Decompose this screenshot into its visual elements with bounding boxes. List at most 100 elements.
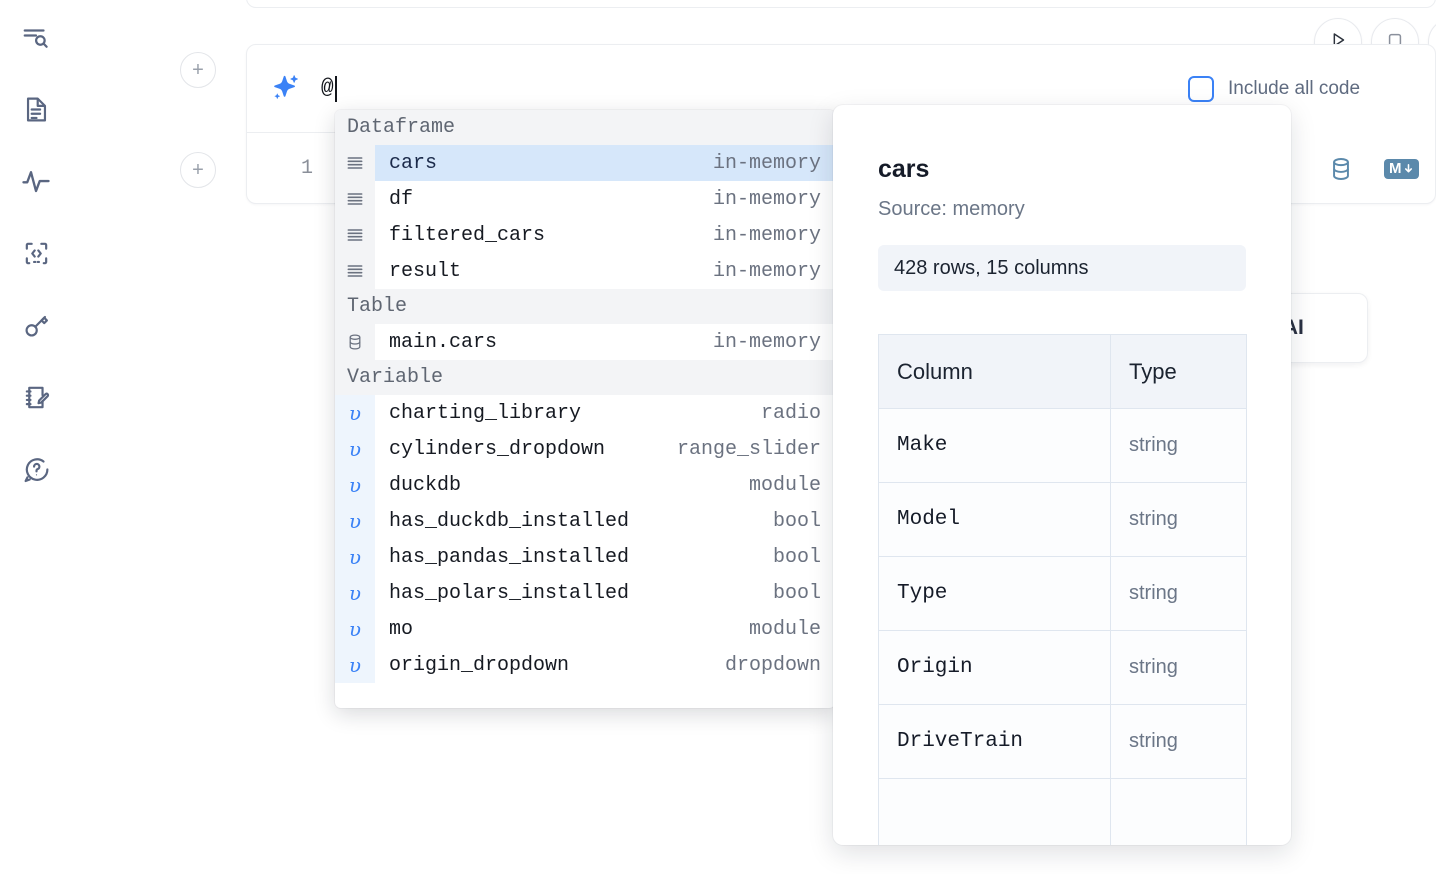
schema-column-type: string [1110,704,1247,779]
schema-column-name: Model [878,482,1111,557]
autocomplete-item-kind: bool [772,545,821,569]
checkbox-box [1188,76,1214,102]
add-cell-button-top[interactable]: + [180,52,216,88]
schema-column-name: Make [878,408,1111,483]
ai-prompt-input[interactable]: @ [321,69,1171,109]
autocomplete-item-kind: radio [760,401,821,425]
markdown-icon[interactable]: M [1384,158,1419,179]
schema-column-name: Type [878,556,1111,631]
schema-column-type: string [1110,408,1247,483]
variable-icon: υ [335,467,375,503]
variable-icon: υ [335,611,375,647]
autocomplete-item-name: df [389,187,414,211]
preview-shape-badge: 428 rows, 15 columns [878,245,1246,291]
autocomplete-item[interactable]: υ has_pandas_installed bool [335,539,835,575]
sidebar-item-snippets[interactable] [14,231,58,275]
code-editor-row[interactable]: 1 M [247,133,1436,204]
autocomplete-item[interactable]: result in-memory [335,253,835,289]
code-cell-icons: M [1328,156,1419,182]
autocomplete-group-header: Dataframe [335,110,835,145]
dataset-preview-panel: cars Source: memory 428 rows, 15 columns… [833,105,1291,845]
include-all-code-label: Include all code [1228,78,1361,99]
sidebar-item-help[interactable] [14,447,58,491]
autocomplete-item-kind: range_slider [676,437,821,461]
autocomplete-item-kind: module [748,473,821,497]
autocomplete-item[interactable]: df in-memory [335,181,835,217]
autocomplete-item-kind: module [748,617,821,641]
preview-title: cars [878,155,930,183]
variable-icon: υ [335,539,375,575]
autocomplete-item[interactable]: υ charting_library radio [335,395,835,431]
schema-column-type-partial [1110,778,1247,845]
autocomplete-item-name: duckdb [389,473,462,497]
plus-icon: + [192,59,204,81]
autocomplete-item-name: origin_dropdown [389,653,570,677]
autocomplete-item-kind: dropdown [724,653,821,677]
autocomplete-item-kind: in-memory [712,187,821,211]
autocomplete-item-name: filtered_cars [389,223,546,247]
schema-column-name-partial [878,778,1111,845]
dataframe-icon [335,217,375,253]
sidebar-item-activity[interactable] [14,159,58,203]
sidebar-item-notebook[interactable] [14,87,58,131]
autocomplete-group-header: Variable [335,360,835,395]
database-icon[interactable] [1328,156,1354,182]
autocomplete-item[interactable]: filtered_cars in-memory [335,217,835,253]
autocomplete-item-kind: in-memory [712,330,821,354]
autocomplete-item-name: result [389,259,462,283]
database-icon [335,324,375,360]
schema-column-name: Origin [878,630,1111,705]
sparkle-icon [269,72,303,106]
key-icon [22,311,51,340]
autocomplete-group-header: Table [335,289,835,324]
dataframe-icon [335,253,375,289]
code-brackets-icon [22,239,51,268]
autocomplete-item-name: charting_library [389,401,582,425]
sidebar-item-secrets[interactable] [14,303,58,347]
autocomplete-item-kind: in-memory [712,223,821,247]
autocomplete-item-name: has_pandas_installed [389,545,630,569]
autocomplete-item[interactable]: main.cars in-memory [335,324,835,360]
cell-above-clipped [246,0,1436,8]
activity-pulse-icon [21,166,51,196]
autocomplete-item[interactable]: υ cylinders_dropdown range_slider [335,431,835,467]
play-icon [1327,29,1349,56]
include-all-code-checkbox[interactable]: Include all code [1188,76,1360,102]
sidebar-rail [0,0,72,874]
plus-icon: + [192,159,204,181]
autocomplete-item-name: has_polars_installed [389,581,630,605]
add-cell-button-bottom[interactable]: + [180,152,216,188]
autocomplete-item-kind: bool [772,581,821,605]
preview-source: Source: memory [878,198,1025,220]
column-header-type: Type [1110,334,1247,409]
markdown-letter: M [1389,159,1402,177]
autocomplete-item-name: cars [389,151,438,175]
sidebar-item-explore[interactable] [14,16,58,60]
dataframe-icon [335,181,375,217]
sidebar-item-scratchpad[interactable] [14,375,58,419]
autocomplete-item-name: main.cars [389,330,498,354]
autocomplete-item-name: cylinders_dropdown [389,437,606,461]
schema-column-type: string [1110,482,1247,557]
variable-icon: υ [335,395,375,431]
table-row-partial [878,778,1247,845]
autocomplete-item-name: mo [389,617,414,641]
schema-column-type: string [1110,630,1247,705]
ai-prompt-value: @ [321,77,334,100]
autocomplete-item-kind: in-memory [712,259,821,283]
help-chat-icon [22,455,51,484]
variable-icon: υ [335,431,375,467]
